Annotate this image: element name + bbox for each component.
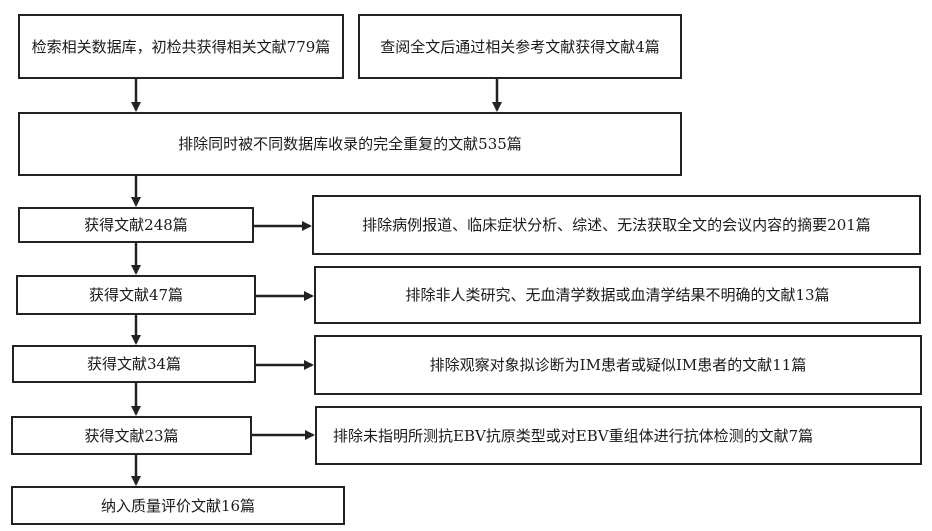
reference-search-box: 查阅全文后通过相关参考文献获得文献4篇 bbox=[358, 14, 682, 79]
step1-box: 获得文献248篇 bbox=[18, 207, 254, 243]
exclude2-box: 排除非人类研究、无血清学数据或血清学结果不明确的文献13篇 bbox=[314, 266, 921, 324]
exclude1-box: 排除病例报道、临床症状分析、综述、无法获取全文的会议内容的摘要201篇 bbox=[312, 195, 921, 255]
final-box: 纳入质量评价文献16篇 bbox=[11, 486, 345, 525]
initial-search-box: 检索相关数据库，初检共获得相关文献779篇 bbox=[18, 14, 344, 79]
step4-box: 获得文献23篇 bbox=[11, 416, 252, 455]
exclude3-box: 排除观察对象拟诊断为IM患者或疑似IM患者的文献11篇 bbox=[314, 335, 922, 395]
dedup-box: 排除同时被不同数据库收录的完全重复的文献535篇 bbox=[18, 112, 682, 176]
step2-box: 获得文献47篇 bbox=[16, 275, 256, 315]
step3-box: 获得文献34篇 bbox=[12, 345, 256, 383]
exclude4-box: 排除未指明所测抗EBV抗原类型或对EBV重组体进行抗体检测的文献7篇 bbox=[315, 406, 922, 465]
